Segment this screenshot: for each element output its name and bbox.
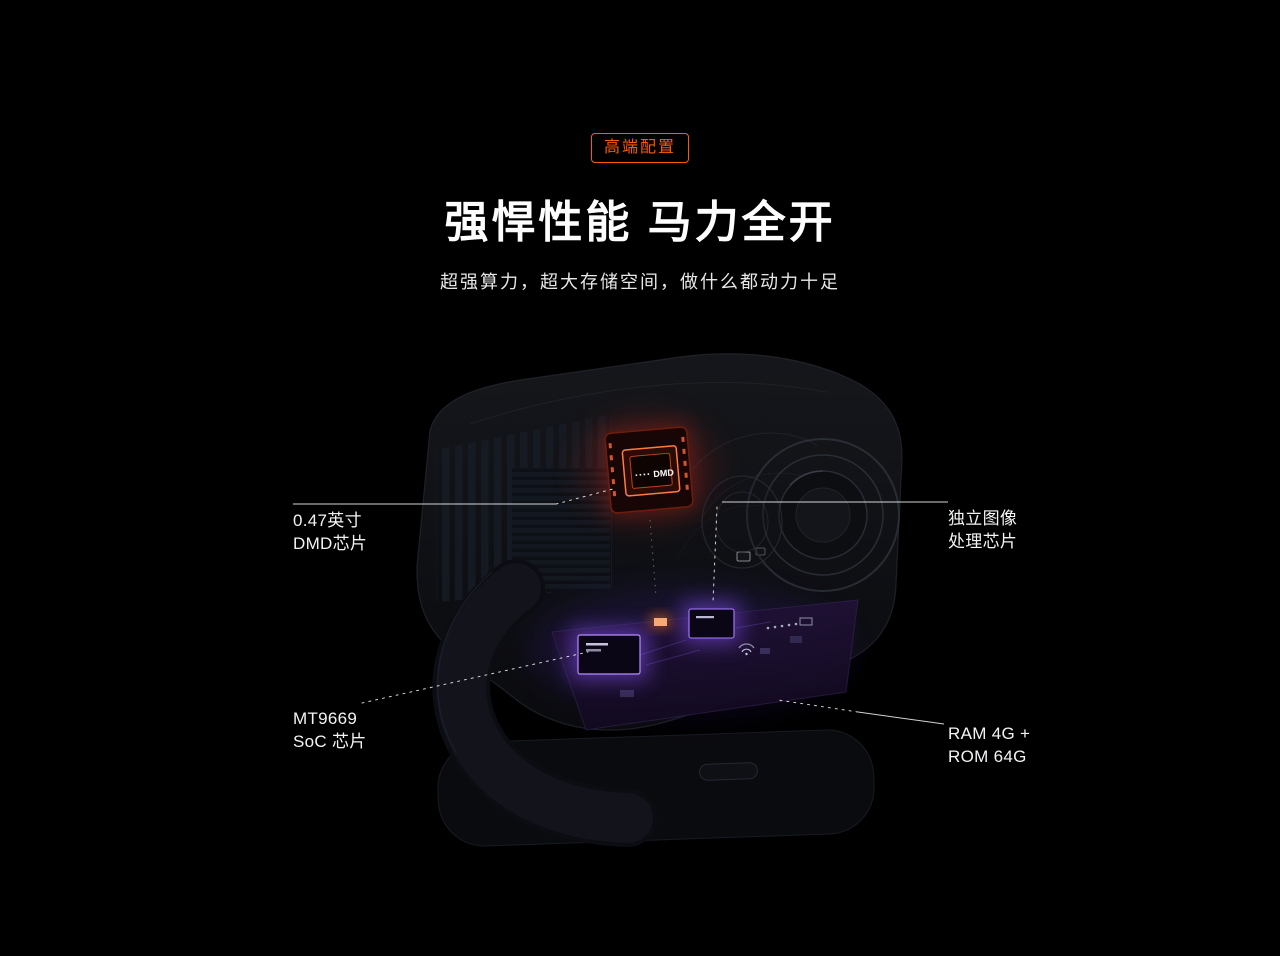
section-title: 强悍性能 马力全开 [444,198,836,247]
wifi-icon [741,648,752,653]
leader-line-dmd [293,488,614,505]
lens-assembly [675,432,900,592]
dmd-chip-text: DMD [653,467,675,479]
callout-text-line: DMD芯片 [293,534,368,553]
callout-text-line: 独立图像 [948,509,1018,528]
callout-lines [293,488,948,725]
callout-text-line: 处理芯片 [948,532,1018,551]
callout-image-processor-label: 独立图像 处理芯片 [948,507,1017,553]
callout-text-line: RAM 4G + [948,724,1031,743]
ram-component [650,615,670,628]
soc-chip [570,628,648,680]
callout-dmd-chip-label: 0.47英寸 DMD芯片 [293,509,367,555]
callout-text-line: SoC 芯片 [293,732,367,751]
callout-text-line: MT9669 [293,709,358,728]
base-button [698,762,758,781]
dmd-module: DMD [600,422,698,518]
callout-ram-rom-label: RAM 4G + ROM 64G [948,722,1030,768]
callout-text-line: 0.47英寸 [293,511,362,530]
leader-line-image-chip [712,501,948,603]
section-subtitle: 超强算力，超大存储空间，做什么都动力十足 [440,272,840,292]
leader-line-ram [777,699,945,725]
callout-soc-chip-label: MT9669 SoC 芯片 [293,707,367,753]
callout-text-line: ROM 64G [948,747,1027,766]
feature-badge: 高端配置 [590,133,690,163]
stand [432,559,657,847]
image-processor-chip [682,602,740,644]
